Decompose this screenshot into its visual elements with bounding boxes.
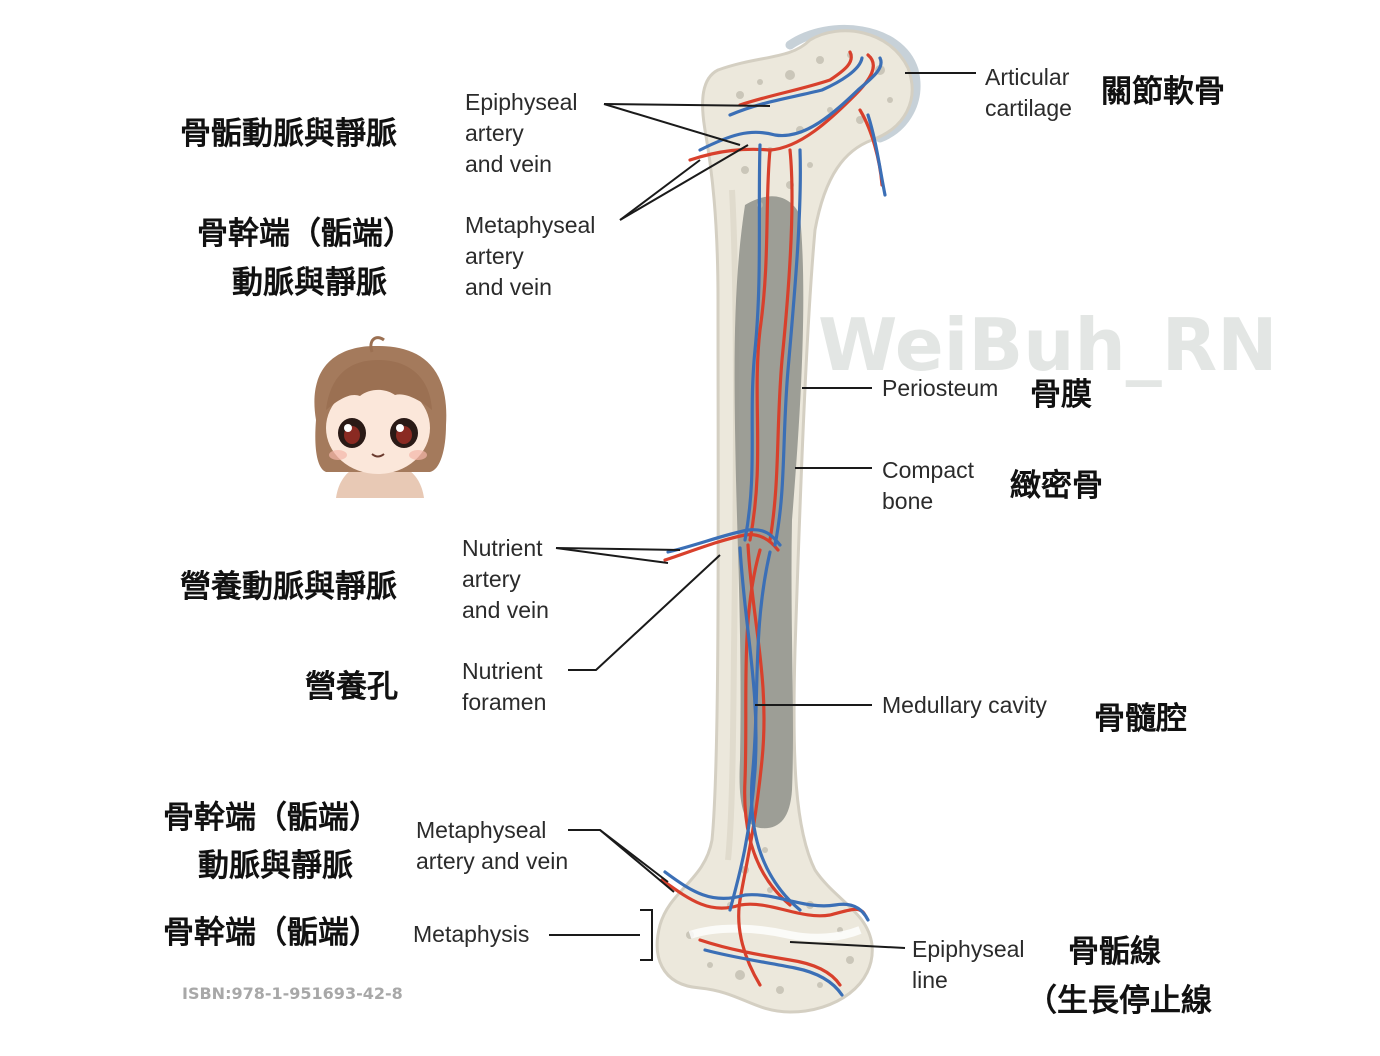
label-metaphyseal-upper-zh: 骨幹端（骺端） 動脈與靜脈: [197, 216, 414, 301]
articular-cartilage-shape: [785, 24, 921, 143]
svg-text:cartilage: cartilage: [985, 95, 1072, 121]
label-medullary-cavity-en: Medullary cavity: [882, 692, 1047, 718]
svg-text:動脈與靜脈: 動脈與靜脈: [232, 265, 387, 301]
label-nutrient-foramen-en: Nutrient foramen: [462, 658, 546, 715]
watermark: WeiBuh_RN: [818, 303, 1277, 387]
svg-text:Metaphyseal: Metaphyseal: [416, 817, 546, 843]
label-compact-bone-zh: 緻密骨: [1010, 468, 1103, 504]
svg-text:artery: artery: [465, 243, 524, 269]
label-medullary-cavity-zh: 骨髓腔: [1094, 701, 1187, 737]
svg-text:骨幹端（骺端）: 骨幹端（骺端）: [163, 800, 380, 836]
svg-text:Compact: Compact: [882, 457, 975, 483]
label-nutrient-foramen-zh: 營養孔: [305, 669, 398, 705]
svg-text:Metaphyseal: Metaphyseal: [465, 212, 595, 238]
svg-text:and vein: and vein: [465, 151, 552, 177]
label-epiphyseal-line-zh: 骨骺線 （生長停止線: [1026, 934, 1212, 1019]
svg-text:line: line: [912, 967, 948, 993]
label-metaphyseal-upper-en: Metaphyseal artery and vein: [465, 212, 595, 300]
svg-text:骨骺線: 骨骺線: [1068, 934, 1161, 970]
blood-vessels: [660, 50, 887, 997]
label-metaphysis-zh: 骨幹端（骺端）: [163, 915, 380, 951]
svg-text:Nutrient: Nutrient: [462, 535, 543, 561]
svg-text:and vein: and vein: [465, 274, 552, 300]
svg-text:artery and vein: artery and vein: [416, 848, 568, 874]
label-compact-bone-en: Compact bone: [882, 457, 975, 514]
label-metaphysis-en: Metaphysis: [413, 921, 529, 947]
label-articular-cartilage-zh: 關節軟骨: [1101, 74, 1225, 110]
chibi-girl-avatar: [314, 336, 447, 498]
svg-text:artery: artery: [462, 566, 521, 592]
svg-text:Articular: Articular: [985, 64, 1070, 90]
isbn-text: ISBN:978-1-951693-42-8: [182, 984, 403, 1003]
label-epiphyseal-line-en: Epiphyseal line: [912, 936, 1025, 993]
epiphyseal-line-shape: [688, 924, 862, 942]
label-nutrient-vessels-zh: 營養動脈與靜脈: [180, 569, 397, 605]
veins: [663, 56, 887, 997]
svg-text:Epiphyseal: Epiphyseal: [912, 936, 1025, 962]
svg-text:Epiphyseal: Epiphyseal: [465, 89, 578, 115]
svg-text:bone: bone: [882, 488, 933, 514]
compact-bone-edge: [725, 189, 739, 861]
label-periosteum-zh: 骨膜: [1030, 377, 1092, 413]
label-metaphyseal-lower-zh: 骨幹端（骺端） 動脈與靜脈: [163, 800, 380, 884]
spongy-bone-top: [736, 52, 893, 208]
label-periosteum-en: Periosteum: [882, 375, 998, 401]
long-bone: [655, 24, 921, 1014]
label-articular-cartilage-en: Articular cartilage: [985, 64, 1072, 121]
label-epiphyseal-vessels-zh: 骨骺動脈與靜脈: [180, 116, 397, 152]
label-metaphyseal-lower-en: Metaphyseal artery and vein: [416, 817, 568, 874]
label-epiphyseal-vessels-en: Epiphyseal artery and vein: [465, 89, 578, 177]
label-nutrient-vessels-en: Nutrient artery and vein: [462, 535, 549, 623]
svg-text:骨幹端（骺端）: 骨幹端（骺端）: [197, 216, 414, 252]
svg-text:artery: artery: [465, 120, 524, 146]
svg-text:Nutrient: Nutrient: [462, 658, 543, 684]
svg-text:and vein: and vein: [462, 597, 549, 623]
leader-lines: [549, 72, 976, 961]
svg-text:（生長停止線: （生長停止線: [1026, 983, 1212, 1019]
svg-text:foramen: foramen: [462, 689, 546, 715]
svg-text:動脈與靜脈: 動脈與靜脈: [198, 848, 353, 884]
